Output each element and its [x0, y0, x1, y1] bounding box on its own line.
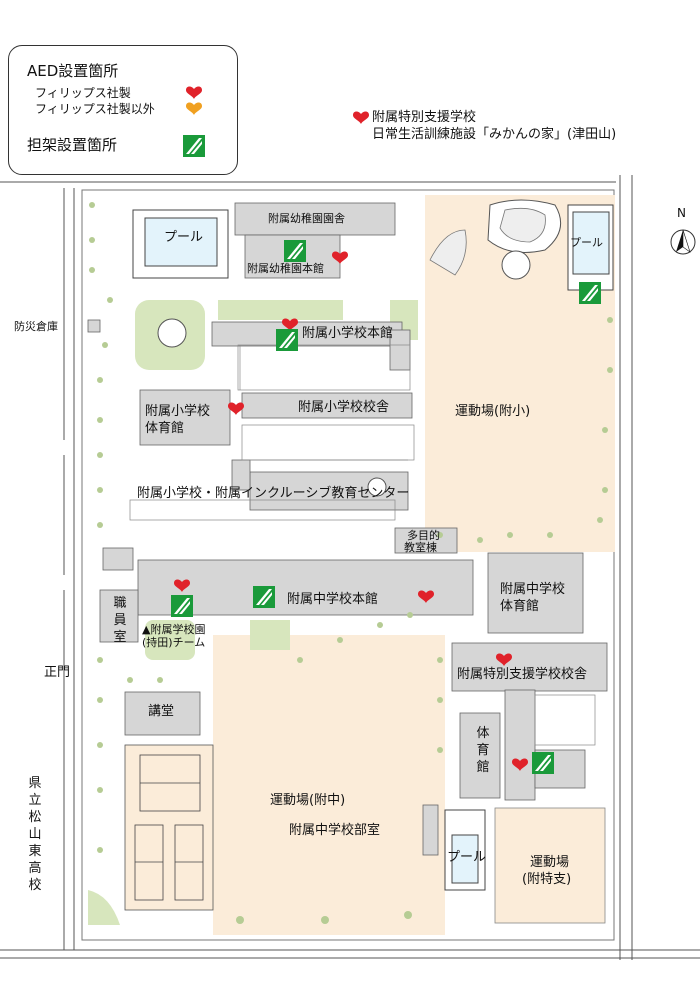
stretcher-icon	[183, 135, 205, 157]
label-junior-gym-2: 体育館	[500, 599, 540, 614]
label-high-school: 県 立 松 山 東 高 校	[28, 776, 42, 893]
label-team-2: (持田)チーム	[142, 636, 206, 649]
courts	[124, 744, 214, 911]
hill	[157, 199, 562, 497]
legend-non-philips: フィリップス社製以外	[35, 102, 155, 116]
compass-icon	[670, 229, 696, 255]
trees	[89, 202, 613, 924]
legend: AED設置箇所 フィリップス社製 フィリップス社製以外 担架設置箇所	[8, 45, 238, 175]
label-team-1: ▲附属学校園	[142, 623, 206, 636]
note-special-school: 附属特別支援学校	[372, 110, 477, 125]
label-main-gate: 正門	[44, 665, 71, 680]
heart-orange-icon	[186, 102, 202, 115]
label-staff-room: 職員室	[113, 596, 127, 645]
label-auditorium: 講堂	[148, 704, 175, 719]
label-kinder-main: 附属幼稚園本館	[247, 262, 324, 275]
label-field-special-2: (附特支)	[522, 872, 572, 887]
label-gym: 体育館	[476, 726, 490, 775]
label-elem-main: 附属小学校本館	[302, 326, 394, 341]
label-junior-club: 附属中学校部室	[289, 823, 381, 838]
legend-philips: フィリップス社製	[35, 86, 131, 100]
label-kinder-garden: 附属幼稚園園舎	[268, 212, 345, 225]
compass-label: N	[677, 206, 686, 220]
label-junior-main: 附属中学校本館	[287, 592, 379, 607]
label-pool-south: プール	[447, 850, 487, 865]
note-mikan-house: 日常生活訓練施設「みかんの家」(津田山)	[372, 127, 617, 142]
label-elem-gym-1: 附属小学校	[145, 404, 211, 419]
label-inclusive-center: 附属小学校・附属インクルーシブ教育センター	[137, 486, 410, 501]
field-special	[494, 807, 606, 924]
roads	[0, 175, 700, 960]
legend-aed-title: AED設置箇所	[27, 62, 119, 80]
label-multi-1: 多目的	[407, 529, 440, 542]
label-field-elem: 運動場(附小)	[455, 404, 531, 419]
structure-lines	[129, 344, 596, 746]
label-pool-west: プール	[164, 230, 204, 245]
label-disaster-storage: 防災倉庫	[14, 320, 58, 333]
campus-boundary	[81, 189, 615, 941]
legend-stretcher-title: 担架設置箇所	[27, 136, 118, 154]
label-junior-gym-1: 附属中学校	[500, 582, 566, 597]
label-multi-2: 教室棟	[404, 541, 437, 554]
buildings	[87, 202, 608, 856]
label-pool-east: プール	[570, 236, 603, 249]
label-field-special-1: 運動場	[530, 855, 570, 870]
label-elem-gym-2: 体育館	[145, 421, 185, 436]
heart-red-icon	[186, 86, 202, 99]
label-elem-school: 附属小学校校舎	[298, 400, 390, 415]
aed-heart-icon	[353, 111, 369, 124]
label-special-school: 附属特別支援学校校舎	[457, 667, 588, 682]
field-junior	[213, 635, 445, 935]
label-field-junior: 運動場(附中)	[270, 793, 346, 808]
